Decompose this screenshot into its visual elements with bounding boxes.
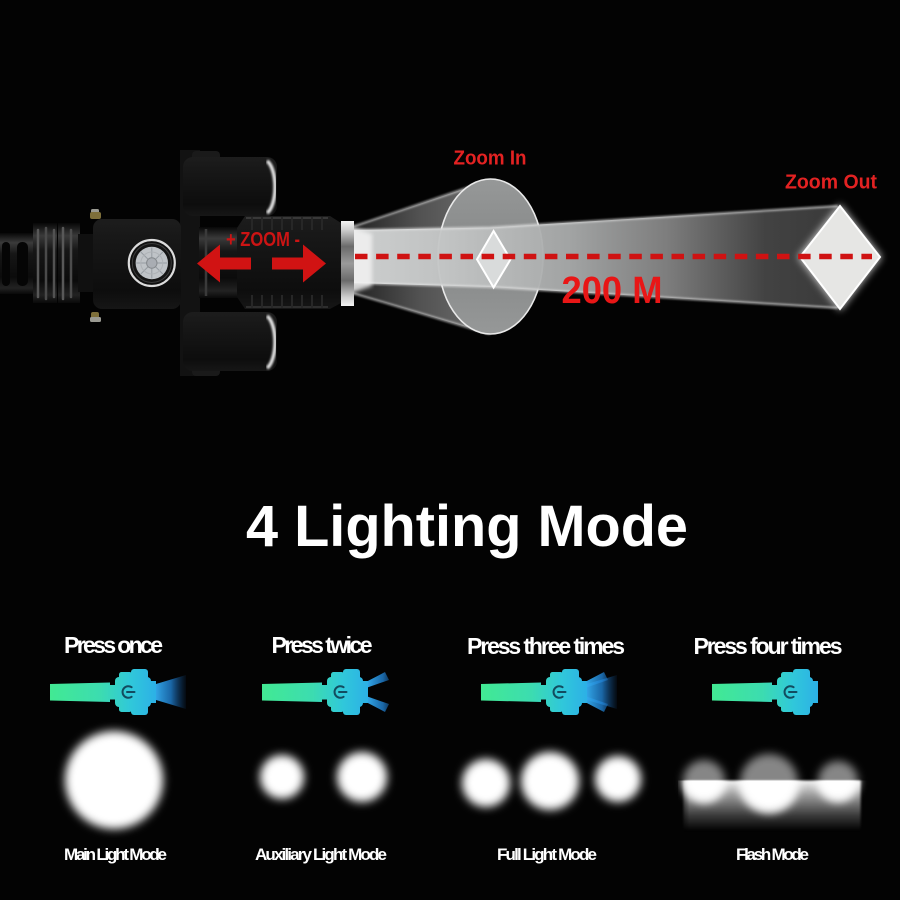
svg-text:Zoom In: Zoom In bbox=[454, 148, 527, 170]
svg-text:Press once: Press once bbox=[64, 632, 163, 658]
svg-text:Flash Mode: Flash Mode bbox=[736, 845, 809, 864]
svg-text:Press three times: Press three times bbox=[467, 633, 625, 659]
svg-text:Press twice: Press twice bbox=[272, 632, 373, 658]
svg-text:4 Lighting Mode: 4 Lighting Mode bbox=[246, 494, 688, 559]
svg-text:Press four times: Press four times bbox=[694, 633, 843, 659]
svg-text:Zoom Out: Zoom Out bbox=[785, 172, 877, 194]
svg-text:+ ZOOM -: + ZOOM - bbox=[226, 229, 300, 251]
svg-text:Auxiliary Light Mode: Auxiliary Light Mode bbox=[255, 845, 387, 864]
svg-text:Main Light Mode: Main Light Mode bbox=[64, 845, 167, 864]
svg-text:Full Light Mode: Full Light Mode bbox=[497, 845, 597, 864]
svg-text:200 M: 200 M bbox=[562, 270, 663, 312]
